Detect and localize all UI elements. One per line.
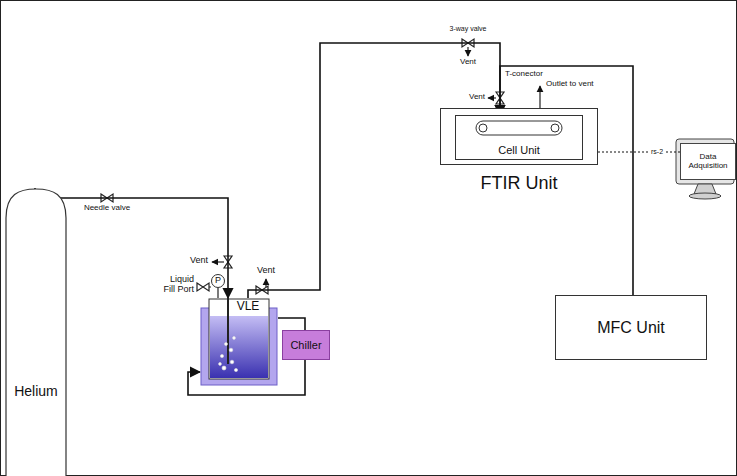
connector-label: T-conector — [505, 70, 555, 79]
link-label: rs-2 — [649, 148, 665, 156]
pipe-line — [278, 318, 305, 330]
valve-label: 3-way valve — [440, 25, 496, 33]
node-text: Cell Unit — [498, 144, 540, 156]
data-acquisition-screen: Data Adquisition — [680, 143, 736, 180]
pressure-gauge: P — [211, 274, 225, 288]
valve-symbols — [101, 39, 504, 294]
vent-label: Vent — [460, 93, 485, 102]
gas-cylinder-outline — [5, 188, 67, 476]
unit-heading: FTIR Unit — [441, 174, 597, 194]
vent-label: Vent — [254, 266, 278, 276]
data-link — [598, 152, 680, 153]
ftir-unit: FTIR UnitCell Unit — [440, 108, 598, 165]
chiller-box: Chiller — [282, 330, 330, 360]
node-text: Helium — [14, 384, 58, 399]
outlet-label: Outlet to vent — [546, 80, 610, 89]
node-text: VLE — [237, 300, 260, 313]
vent-lines — [209, 47, 540, 298]
node-text: P — [215, 276, 221, 286]
port-label: Liquid Fill Port — [158, 275, 194, 295]
pipe-line — [248, 43, 500, 298]
node-text: MFC Unit — [597, 319, 665, 337]
vent-label: Vent — [456, 58, 480, 67]
mfc-unit: MFC Unit — [555, 295, 707, 360]
node-text: Chiller — [290, 339, 321, 351]
gas-cylinder: Helium — [5, 188, 67, 476]
node-text: Data Adquisition — [681, 153, 735, 171]
vle-vessel: VLE — [200, 298, 278, 386]
vent-label: Vent — [180, 256, 208, 266]
cell-unit: Cell Unit — [455, 115, 583, 160]
valve-label: Needle valve — [80, 204, 134, 213]
